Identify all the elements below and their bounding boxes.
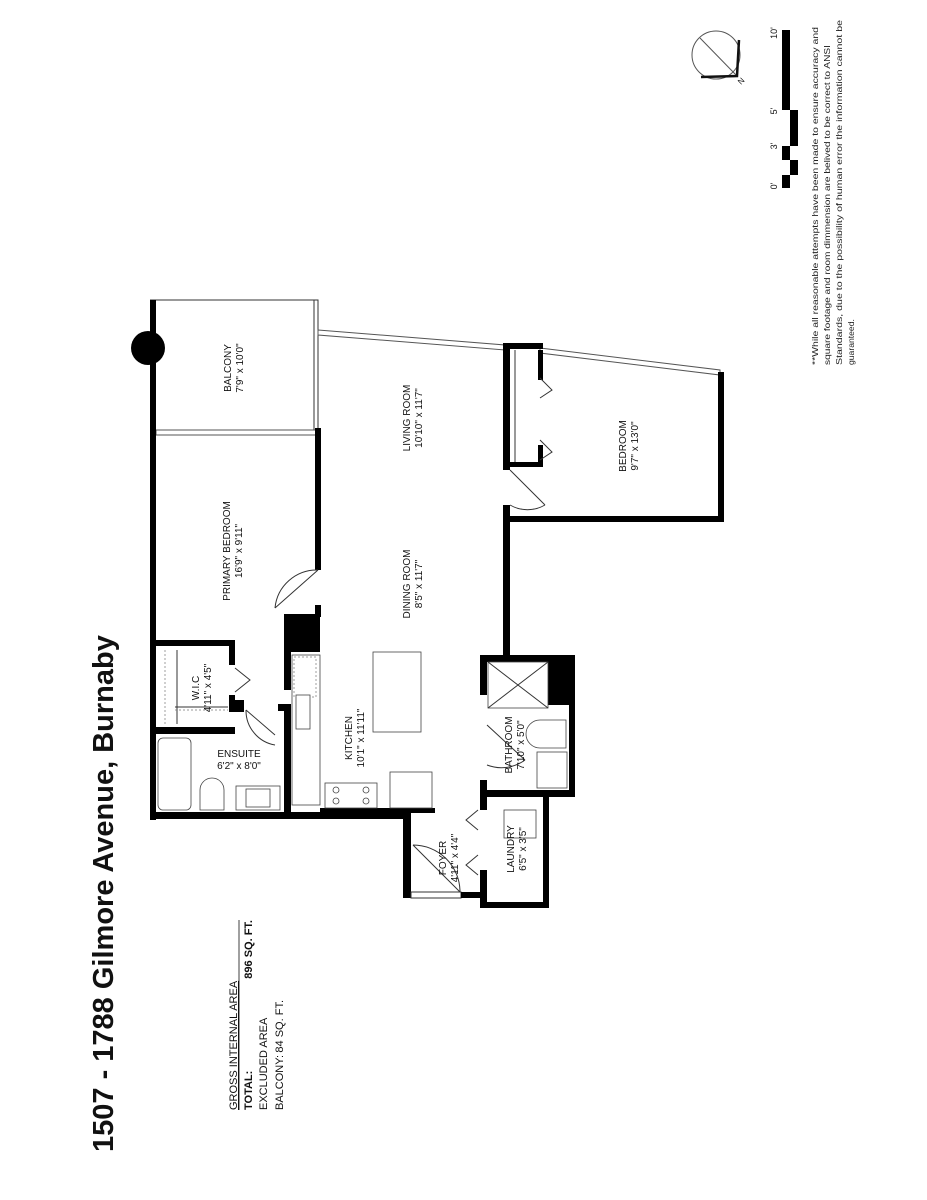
scale-label-0: 0' [769, 182, 779, 189]
room-primary-name: PRIMARY BEDROOM [222, 501, 233, 601]
fridge [389, 771, 433, 809]
room-dining-name: DINING ROOM [402, 550, 413, 619]
disclaimer-line-4: guaranteed. [846, 319, 856, 365]
room-laundry-size: 6'5" x 3'5" [518, 827, 529, 871]
washer-dryer [503, 809, 537, 839]
room-living-name: LIVING ROOM [402, 385, 413, 452]
room-foyer-size: 4'11" x 4'4" [450, 833, 461, 882]
total-label: TOTAL: [243, 1071, 255, 1110]
column [131, 331, 165, 365]
room-ensuite-size: 6'2" x 8'0" [217, 761, 261, 772]
door-bedroom [509, 469, 546, 511]
total-value: 896 SQ. FT. [243, 920, 255, 979]
walls [131, 299, 724, 908]
excluded-area-heading: EXCLUDED AREA [258, 1017, 270, 1110]
kitchen-sink [295, 694, 311, 730]
bathtub [157, 737, 192, 811]
scale-label-3: 3' [769, 142, 779, 149]
toilet [199, 777, 225, 811]
door-bathroom [486, 724, 526, 769]
property-title: 1507 - 1788 Gilmore Avenue, Burnaby [88, 635, 120, 1152]
room-wic-name: W.I.C [191, 676, 202, 700]
disclaimer-line-3: Standards, due to the possibility of hum… [834, 20, 844, 365]
room-bathroom-size: 7'10" x 5'0" [516, 720, 527, 770]
door-entry [412, 844, 461, 893]
area-summary: GROSS INTERNAL AREA TOTAL: 896 SQ. FT. E… [228, 920, 286, 1110]
room-laundry-name: LAUNDRY [506, 825, 517, 873]
room-bedroom-size: 9'7" x 13'0" [630, 421, 641, 471]
disclaimer: **While all reasonable attempts have bee… [810, 20, 856, 365]
compass-north-label: N [736, 76, 747, 87]
room-bedroom-name: BEDROOM [618, 420, 629, 472]
bath-toilet [525, 719, 567, 749]
door-primary [274, 569, 319, 609]
room-bathroom-name: BATHROOM [504, 716, 515, 773]
scale-bar: 0' 3' 5' 10' [769, 27, 798, 189]
balcony-value: 84 SQ. FT. [274, 1000, 286, 1053]
fixtures [157, 377, 568, 893]
room-primary-size: 16'9" x 9'11" [234, 524, 245, 579]
gross-area-heading: GROSS INTERNAL AREA [228, 980, 240, 1110]
room-wic-size: 4'11" x 4'5" [203, 663, 214, 712]
room-balcony-size: 7'9" x 10'0" [235, 343, 246, 393]
balcony-label: BALCONY: [274, 1055, 286, 1110]
room-dining-size: 8'5" x 11'7" [414, 559, 425, 608]
disclaimer-line-2: square footage and room dimmension are b… [822, 45, 832, 365]
cooktop [324, 782, 378, 809]
kitchen-counter [291, 654, 321, 806]
scale-label-5: 5' [769, 107, 779, 114]
room-foyer-name: FOYER [438, 841, 449, 875]
room-living-size: 10'10" x 11'7" [414, 388, 425, 448]
north-arrow-icon: N [691, 30, 747, 87]
room-kitchen-size: 10'1" x 11'11" [356, 708, 367, 767]
bath-vanity [536, 751, 568, 789]
kitchen-island [372, 651, 422, 733]
disclaimer-line-1: **While all reasonable attempts have bee… [810, 27, 820, 365]
room-ensuite-name: ENSUITE [217, 749, 261, 760]
room-balcony-name: BALCONY [223, 344, 234, 392]
room-kitchen-name: KITCHEN [344, 716, 355, 760]
door-ensuite [245, 709, 276, 746]
scale-label-10: 10' [769, 27, 779, 39]
room-labels: BALCONY 7'9" x 10'0" LIVING ROOM 10'10" … [191, 343, 641, 882]
